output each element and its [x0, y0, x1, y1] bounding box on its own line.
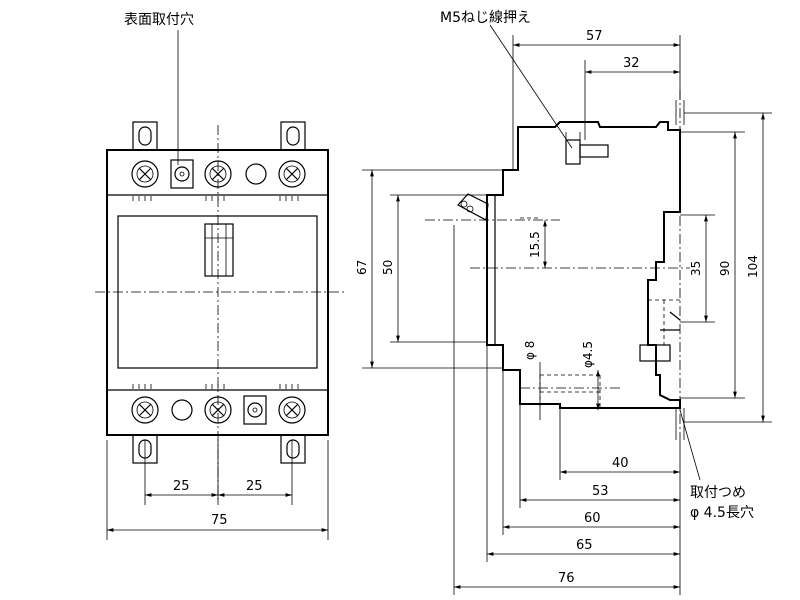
toggle-handle: [204, 223, 234, 277]
bottom-right-mount-tab: [280, 434, 306, 464]
lower-mount-hole: [243, 395, 267, 425]
dim-phi-4-5: φ4.5: [581, 341, 595, 368]
front-cover-panel: [117, 215, 318, 369]
upper-blank-hole: [245, 163, 267, 185]
lower-terminal-ticks: [132, 384, 299, 389]
top-left-mount-tab: [132, 121, 158, 151]
upper-mount-hole: [170, 159, 194, 189]
side-body-outline: [486, 121, 681, 409]
lower-terminal-right: [278, 396, 306, 424]
dim-57: 57: [586, 29, 603, 44]
m5-screw-label: M5ねじ線押え: [440, 10, 531, 26]
lower-terminal-left: [131, 396, 159, 424]
dim-25-left: 25: [173, 479, 190, 494]
dim-53: 53: [592, 484, 609, 499]
top-right-mount-tab: [280, 121, 306, 151]
upper-terminal-ticks: [132, 196, 299, 201]
din-clip: [639, 344, 671, 362]
lower-blank-hole: [171, 399, 193, 421]
surface-mount-hole-label: 表面取付穴: [124, 12, 194, 28]
mount-claw-label-2: φ 4.5長穴: [690, 505, 754, 521]
upper-terminal-center: [204, 160, 232, 188]
front-view: 表面取付穴 25 25 75: [95, 12, 345, 540]
mount-claw-leader: [679, 409, 701, 481]
dim-32: 32: [623, 56, 640, 71]
dim-90: 90: [718, 261, 732, 276]
dim-25-right: 25: [246, 479, 263, 494]
dim-phi-8: φ 8: [523, 341, 537, 360]
bottom-right-slot: [286, 439, 300, 459]
dim-15-5: 15.5: [528, 231, 542, 258]
dim-40: 40: [612, 456, 629, 471]
dim-65: 65: [576, 538, 593, 553]
dim-60: 60: [584, 511, 601, 526]
top-left-slot: [138, 126, 152, 146]
top-right-slot: [286, 126, 300, 146]
dim-67: 67: [355, 260, 369, 275]
mount-claw-label-1: 取付つめ: [690, 485, 746, 501]
dim-75: 75: [211, 513, 228, 528]
dim-104: 104: [746, 255, 760, 278]
m5-leader: [489, 24, 573, 149]
front-body-outline: [106, 149, 329, 436]
side-handle: [457, 193, 489, 221]
lower-terminal-center: [204, 396, 232, 424]
dim-35: 35: [689, 261, 703, 276]
upper-terminal-left: [131, 160, 159, 188]
side-view: 57 32 M5ねじ線押え 67 50 15.5 35 90: [355, 10, 772, 595]
dim-50: 50: [381, 260, 395, 275]
dim-76: 76: [558, 571, 575, 586]
m5-screw: [565, 132, 609, 165]
upper-terminal-right: [278, 160, 306, 188]
